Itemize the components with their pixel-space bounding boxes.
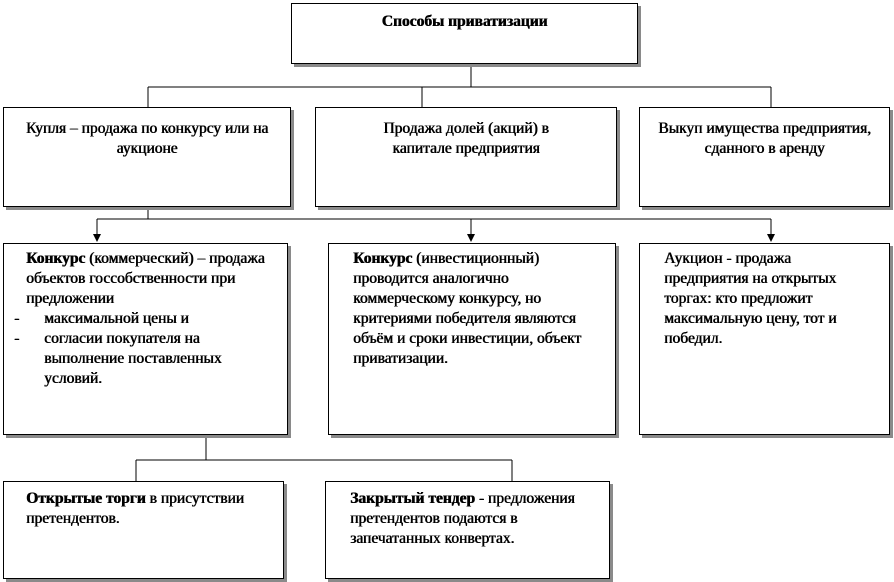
investment-title: Конкурс — [353, 250, 413, 267]
buyout-text: Выкуп имущества предприятия, сданного в … — [658, 120, 871, 157]
investment-rest: (инвестиционный) проводится аналогично к… — [353, 250, 581, 367]
investment-box: Конкурс (инвестиционный) проводится анал… — [328, 243, 616, 435]
auction-text: Аукцион - продажа предприятия на открыты… — [664, 250, 837, 347]
closed-tender-rest: - предложения претендентов подаются в за… — [350, 490, 575, 547]
shares-text: Продажа долей (акций) в капитале предпри… — [383, 120, 549, 157]
commercial-item-1: - максимальной цены и — [12, 309, 271, 329]
auction-box: Аукцион - продажа предприятия на открыты… — [639, 243, 890, 435]
buyout-box: Выкуп имущества предприятия, сданного в … — [639, 107, 890, 207]
commercial-box: Конкурс (коммерческий) – продажа объекто… — [3, 243, 288, 435]
purchase-box: Купля – продажа по конкурсу или на аукци… — [3, 107, 291, 207]
purchase-text: Купля – продажа по конкурсу или на аукци… — [25, 120, 269, 157]
commercial-title: Конкурс — [26, 250, 86, 267]
list-marker: - — [14, 330, 20, 347]
closed-tender-box: Закрытый тендер - предложения претендент… — [325, 481, 610, 579]
shares-box: Продажа долей (акций) в капитале предпри… — [315, 107, 617, 207]
open-tenders-title: Открытые торги — [26, 490, 146, 507]
closed-tender-title: Закрытый тендер — [350, 490, 475, 507]
commercial-item-2: - согласии покупателя на выполнение поста… — [12, 329, 271, 389]
root-title: Способы приватизации — [381, 13, 548, 30]
commercial-item-1-text: максимальной цены и — [44, 310, 189, 327]
commercial-rest: (коммерческий) – продажа объектов госсоб… — [26, 250, 265, 307]
arrow-auction-icon — [767, 234, 775, 242]
list-marker: - — [14, 310, 20, 327]
root-box: Способы приватизации — [291, 3, 638, 64]
open-tenders-rest: в присутствии претендентов. — [26, 490, 244, 527]
open-tenders-description: Открытые торги в присутствии претенденто… — [12, 489, 267, 529]
investment-description: Конкурс (инвестиционный) проводится анал… — [339, 249, 591, 369]
open-tenders-box: Открытые торги в присутствии претенденто… — [3, 481, 284, 579]
commercial-description: Конкурс (коммерческий) – продажа объекто… — [12, 249, 271, 309]
arrow-commercial-icon — [93, 234, 101, 242]
commercial-item-2-text: согласии покупателя на выполнение постав… — [44, 330, 222, 387]
closed-tender-description: Закрытый тендер - предложения претендент… — [336, 489, 579, 549]
arrow-investment-icon — [467, 234, 475, 242]
